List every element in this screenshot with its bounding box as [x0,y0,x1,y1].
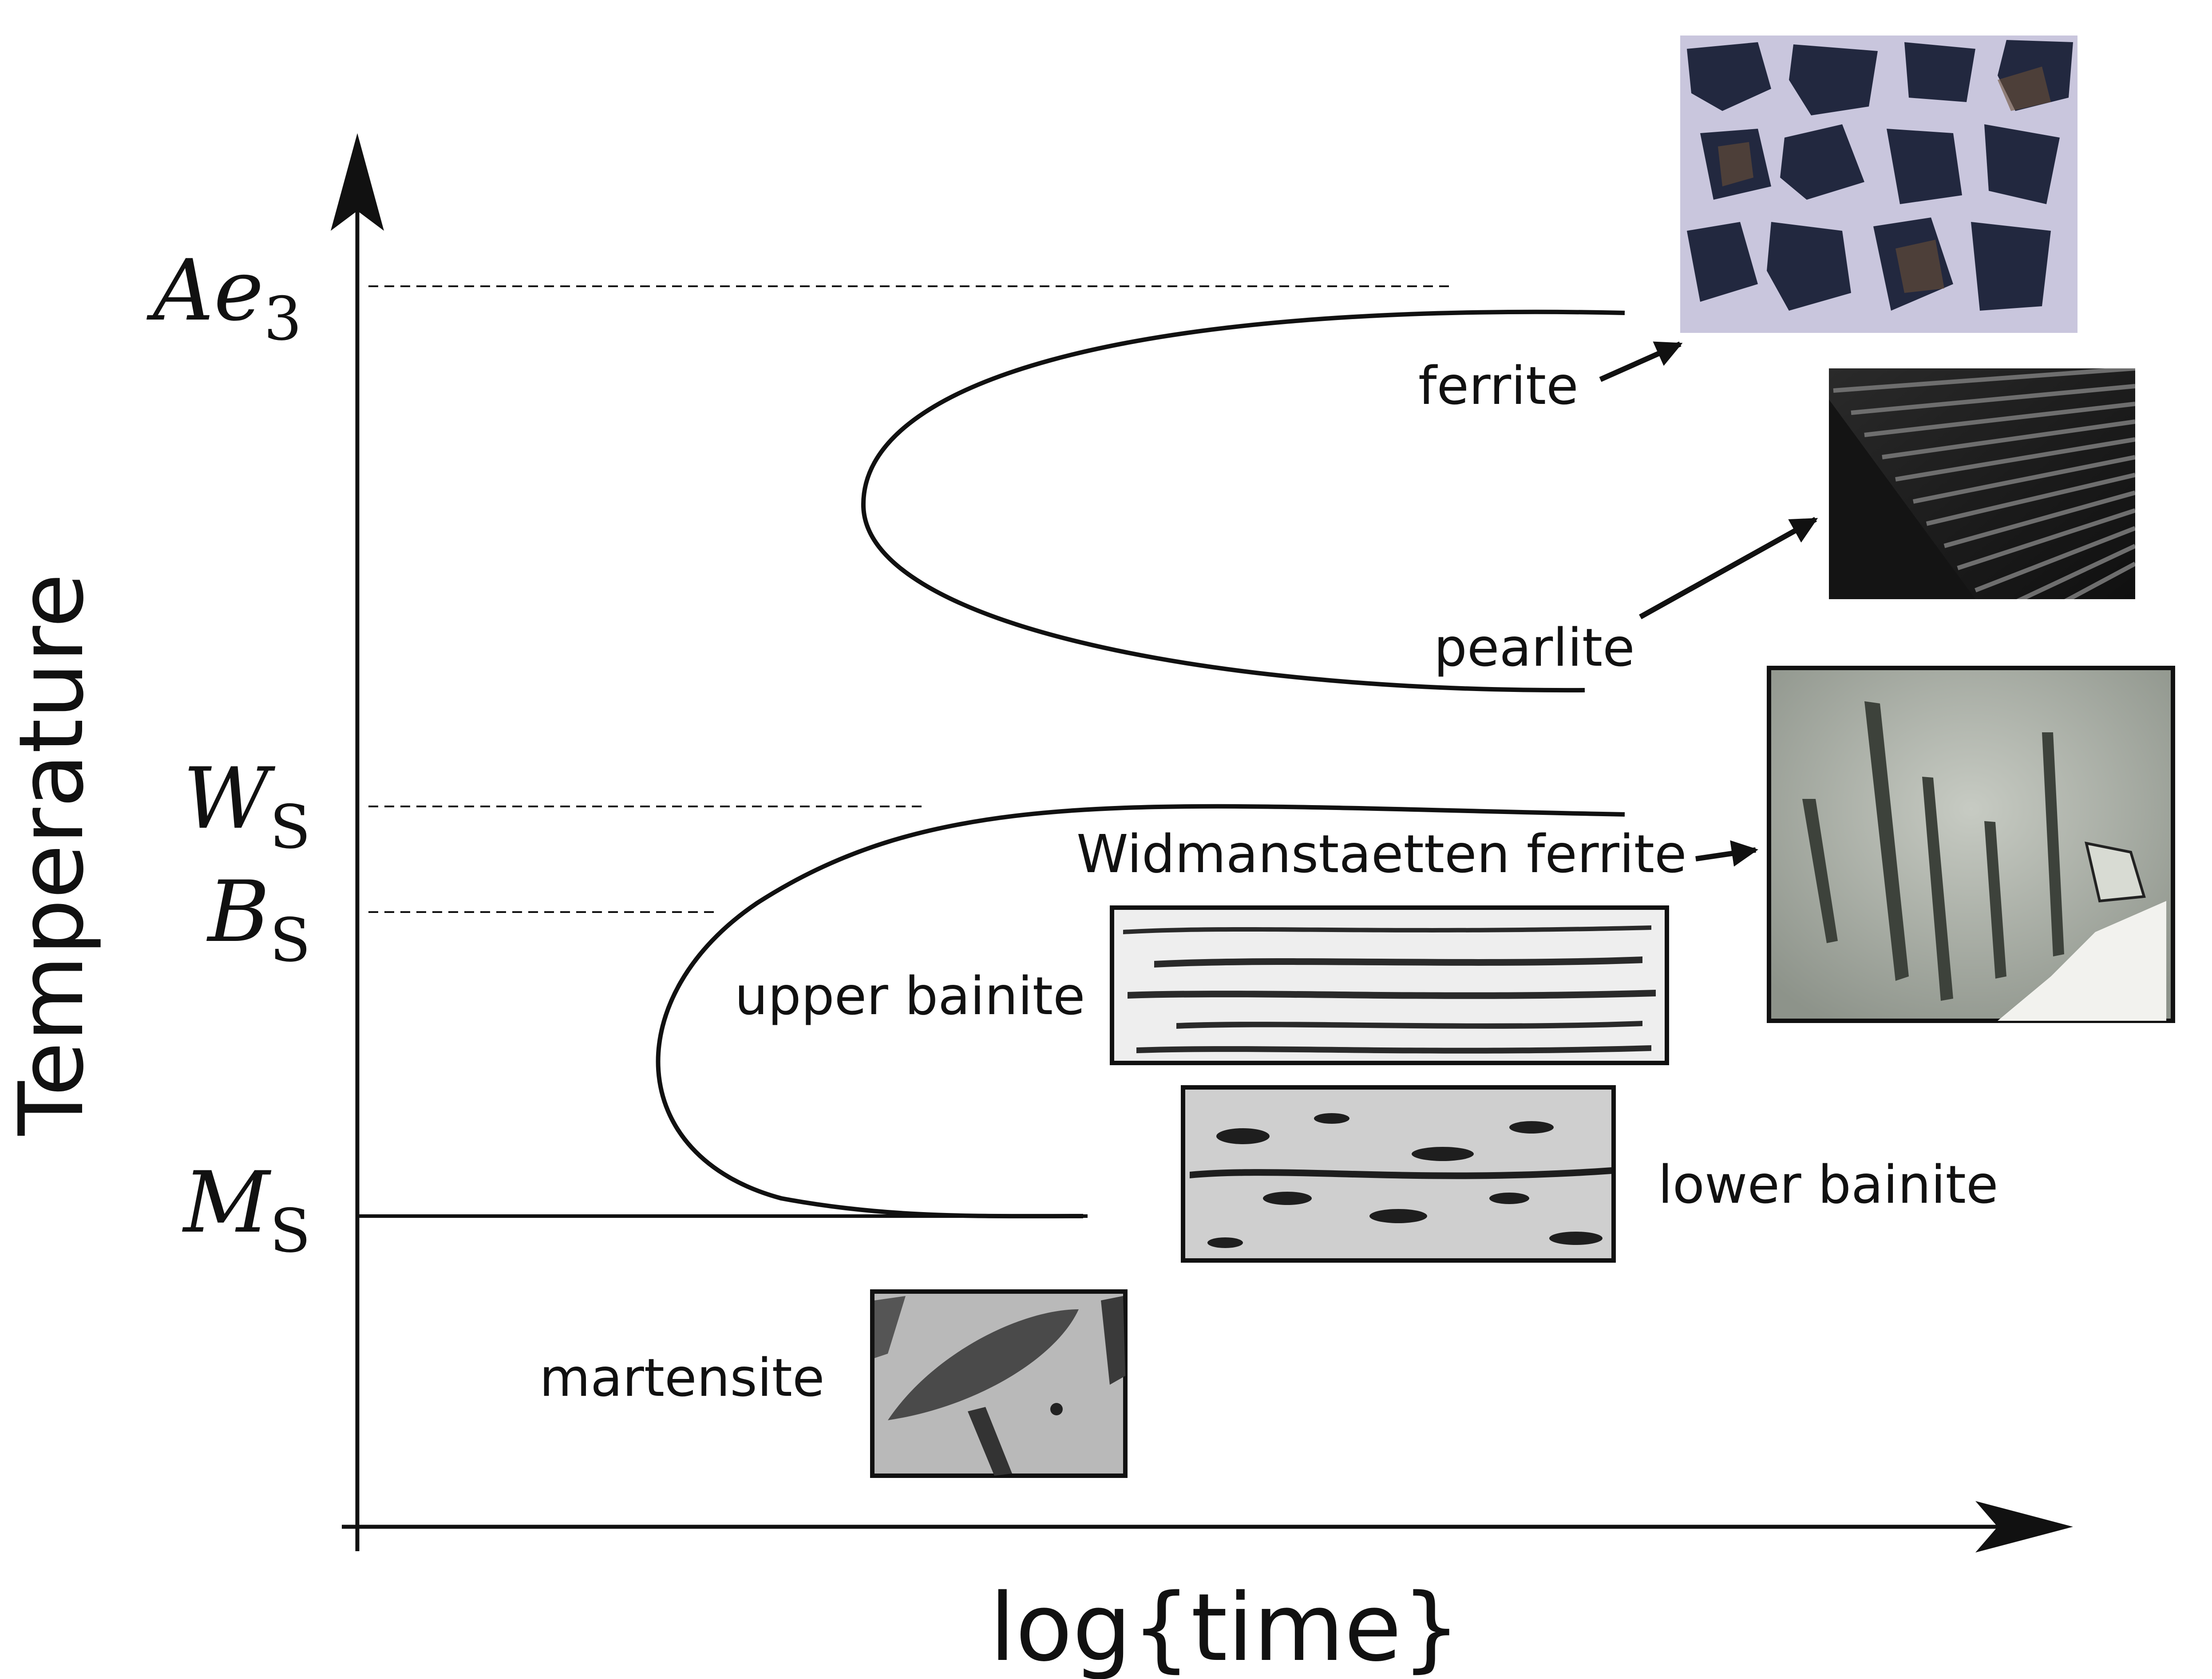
lower-bainite-micrograph [1181,1085,1616,1263]
pearlite-arrow [1639,517,1818,620]
martensite-label: martensite [539,1347,825,1408]
upper-bainite-micrograph [1110,905,1669,1065]
ferrite-arrow [1599,341,1683,382]
widmanstaetten-micrograph [1767,666,2175,1023]
y-axis-arrow [331,133,384,231]
widmanstaetten-arrow [1695,840,1758,867]
ferrite-label: ferrite [1418,355,1579,416]
bs-label: BS [206,863,311,975]
x-axis-arrow [1975,1501,2073,1553]
bainite-c-curve [656,804,1625,1219]
martensite-micrograph [870,1289,1128,1478]
widmanstaetten-ferrite-label: Widmanstaetten ferrite [1076,823,1687,885]
ae3-label: Ae3 [146,241,302,354]
pearlite-label: pearlite [1434,617,1635,678]
ws-label: WS [183,750,311,862]
y-axis-title: Temperature [0,573,103,1136]
ferrite-micrograph [1680,36,2077,333]
ms-label: MS [182,1154,311,1266]
ferrite-pearlite-c-curve [861,309,1625,693]
pearlite-micrograph [1829,368,2135,599]
lower-bainite-label: lower bainite [1658,1154,1998,1215]
upper-bainite-label: upper bainite [735,965,1085,1027]
x-axis-title: log{time} [989,1573,1461,1679]
